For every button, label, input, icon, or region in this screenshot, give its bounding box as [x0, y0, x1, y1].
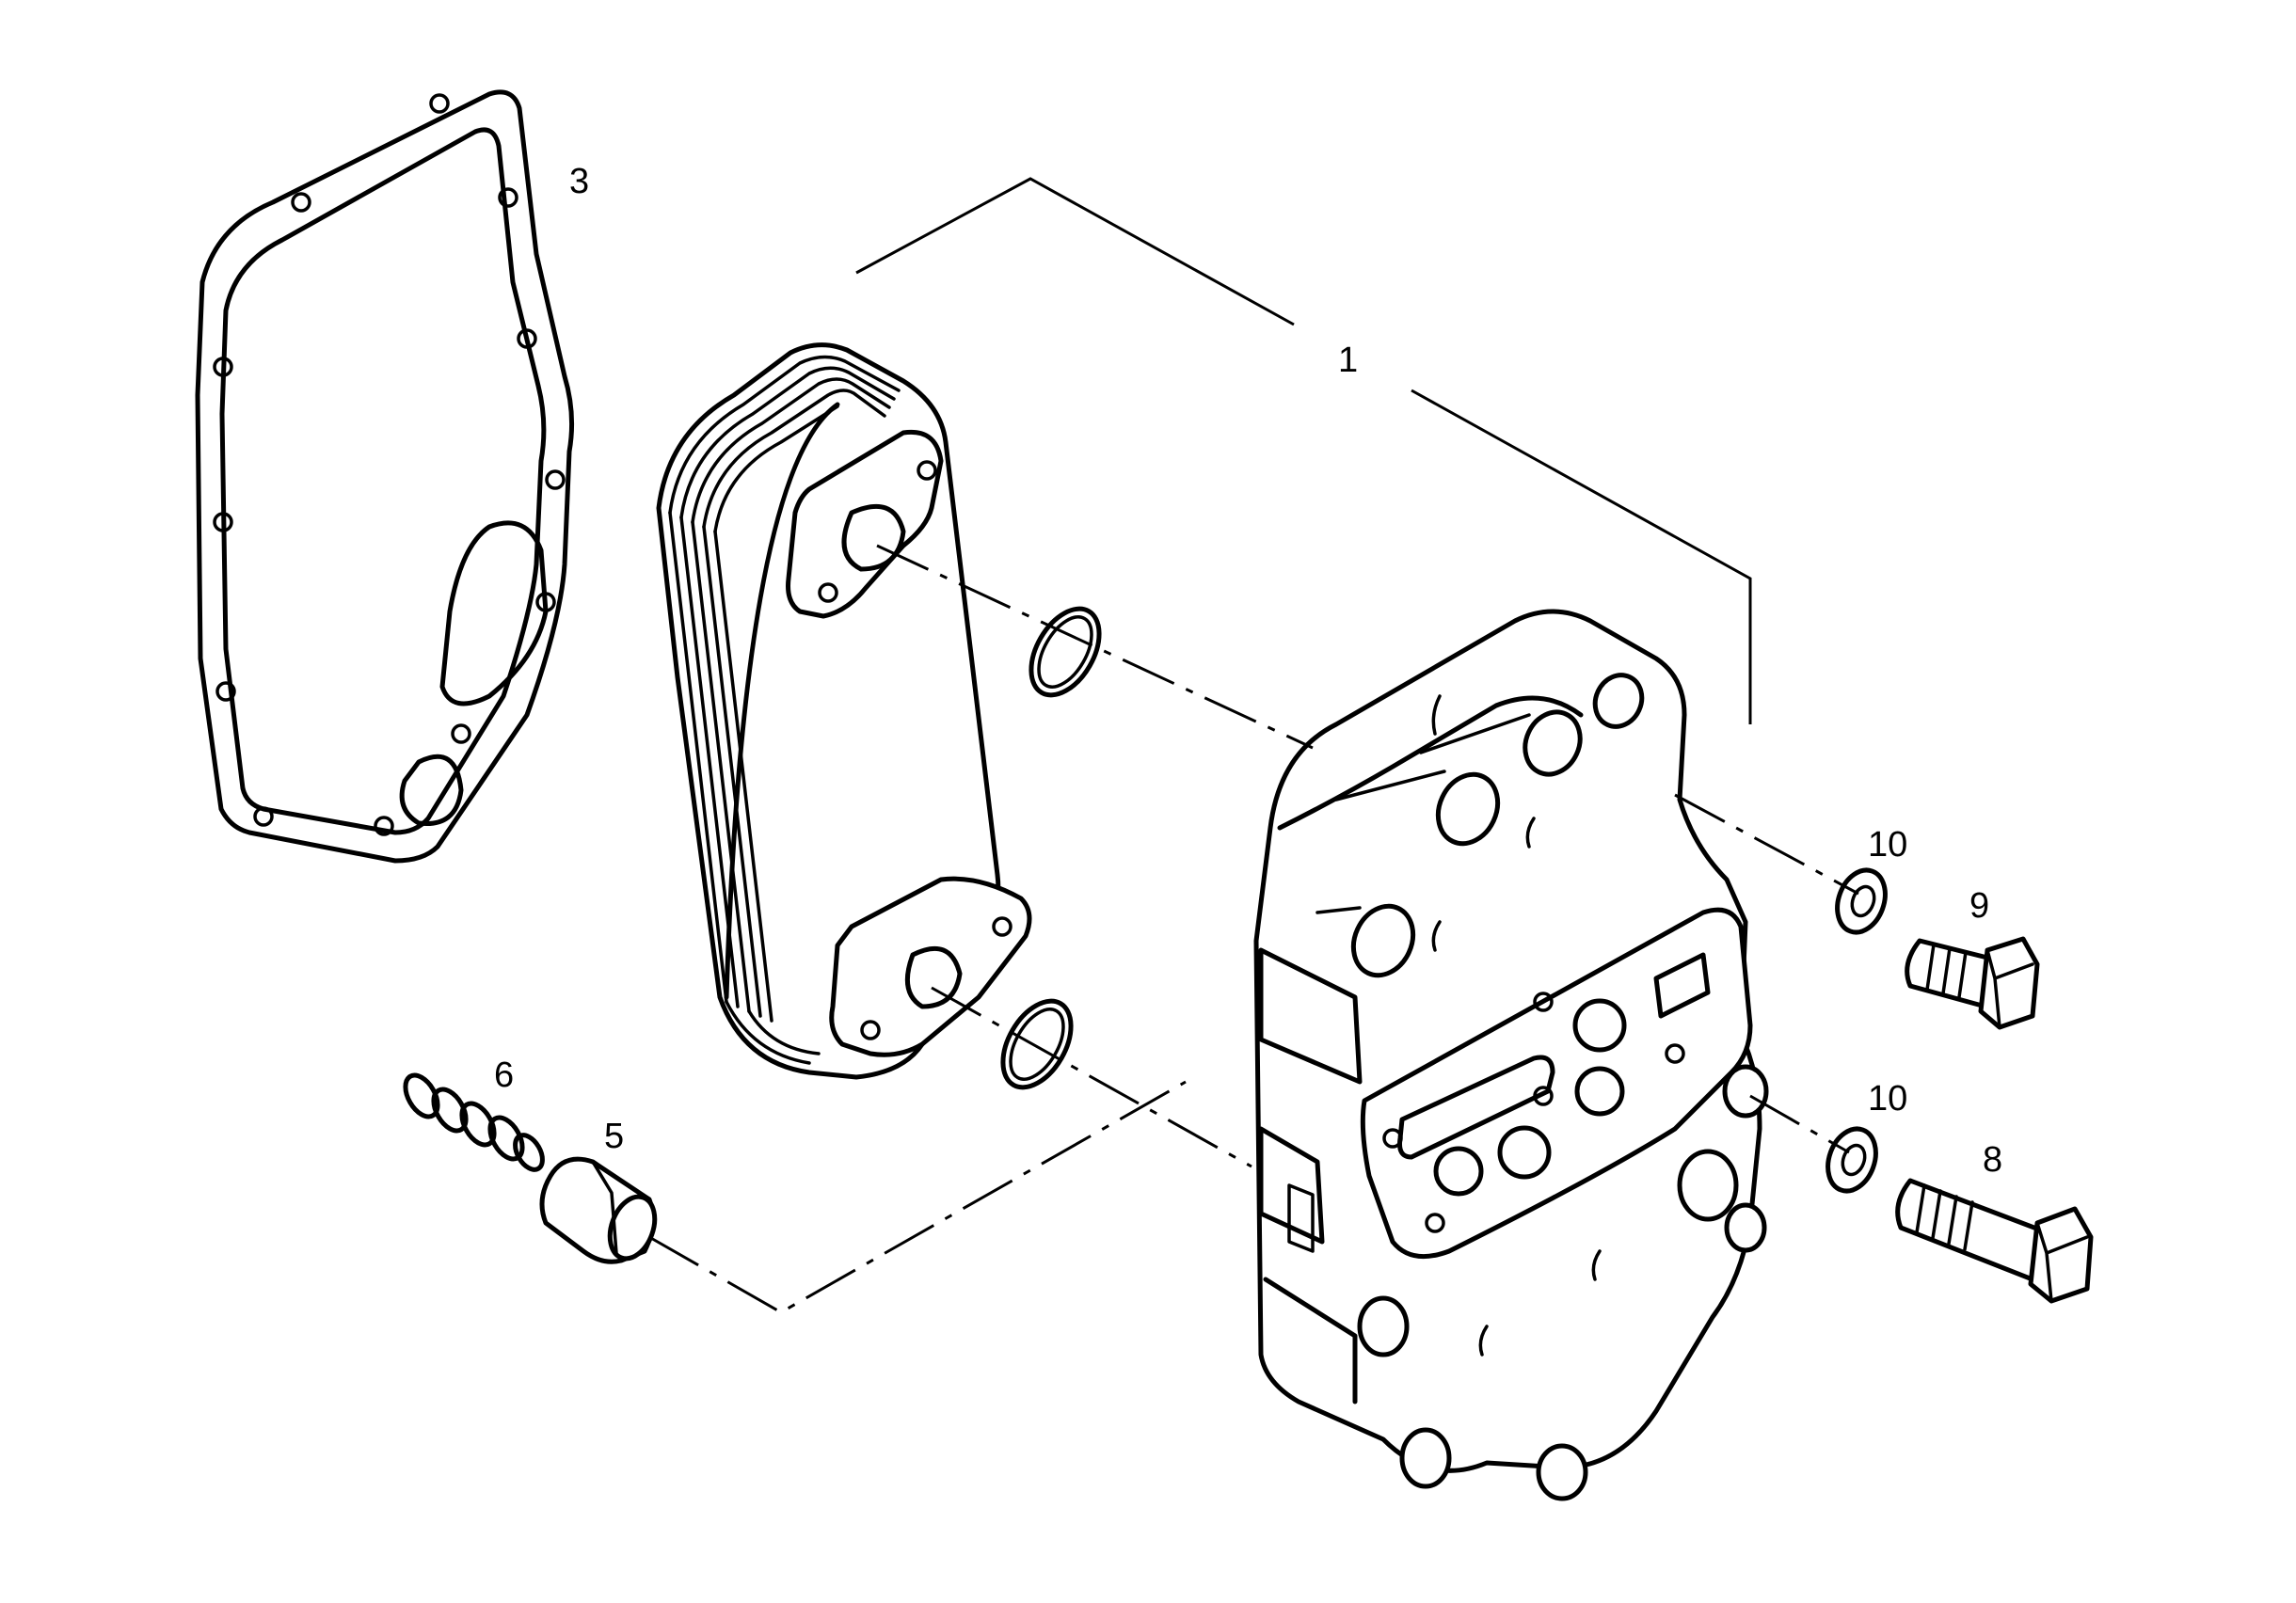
gasket — [195, 89, 575, 864]
spring — [403, 1072, 545, 1172]
o-ring-upper — [1028, 606, 1102, 698]
callout-8: 8 — [1983, 1140, 2002, 1180]
callout-9: 9 — [1969, 886, 1989, 926]
valve-piston — [539, 1156, 658, 1264]
sealing-washer-upper — [1835, 867, 1888, 935]
o-ring-lower — [1000, 998, 1074, 1090]
callout-6: 6 — [494, 1055, 514, 1095]
callout-10-lower: 10 — [1868, 1079, 1907, 1119]
assembly-centerlines — [648, 544, 1859, 1314]
bolt-short — [1905, 936, 2040, 1030]
callout-5: 5 — [604, 1117, 624, 1156]
callout-1: 1 — [1338, 341, 1358, 380]
callout-3: 3 — [569, 162, 589, 201]
callout-10-upper: 10 — [1868, 825, 1907, 865]
sealing-washer-lower — [1826, 1126, 1878, 1194]
oil-cooler — [656, 342, 1032, 1080]
item-1-bracket — [855, 177, 1752, 724]
callout-labels: 1 3 5 6 8 9 10 10 — [494, 162, 2002, 1180]
bolt-long — [1895, 1178, 2094, 1304]
oil-cooler-housing — [1253, 609, 1769, 1501]
